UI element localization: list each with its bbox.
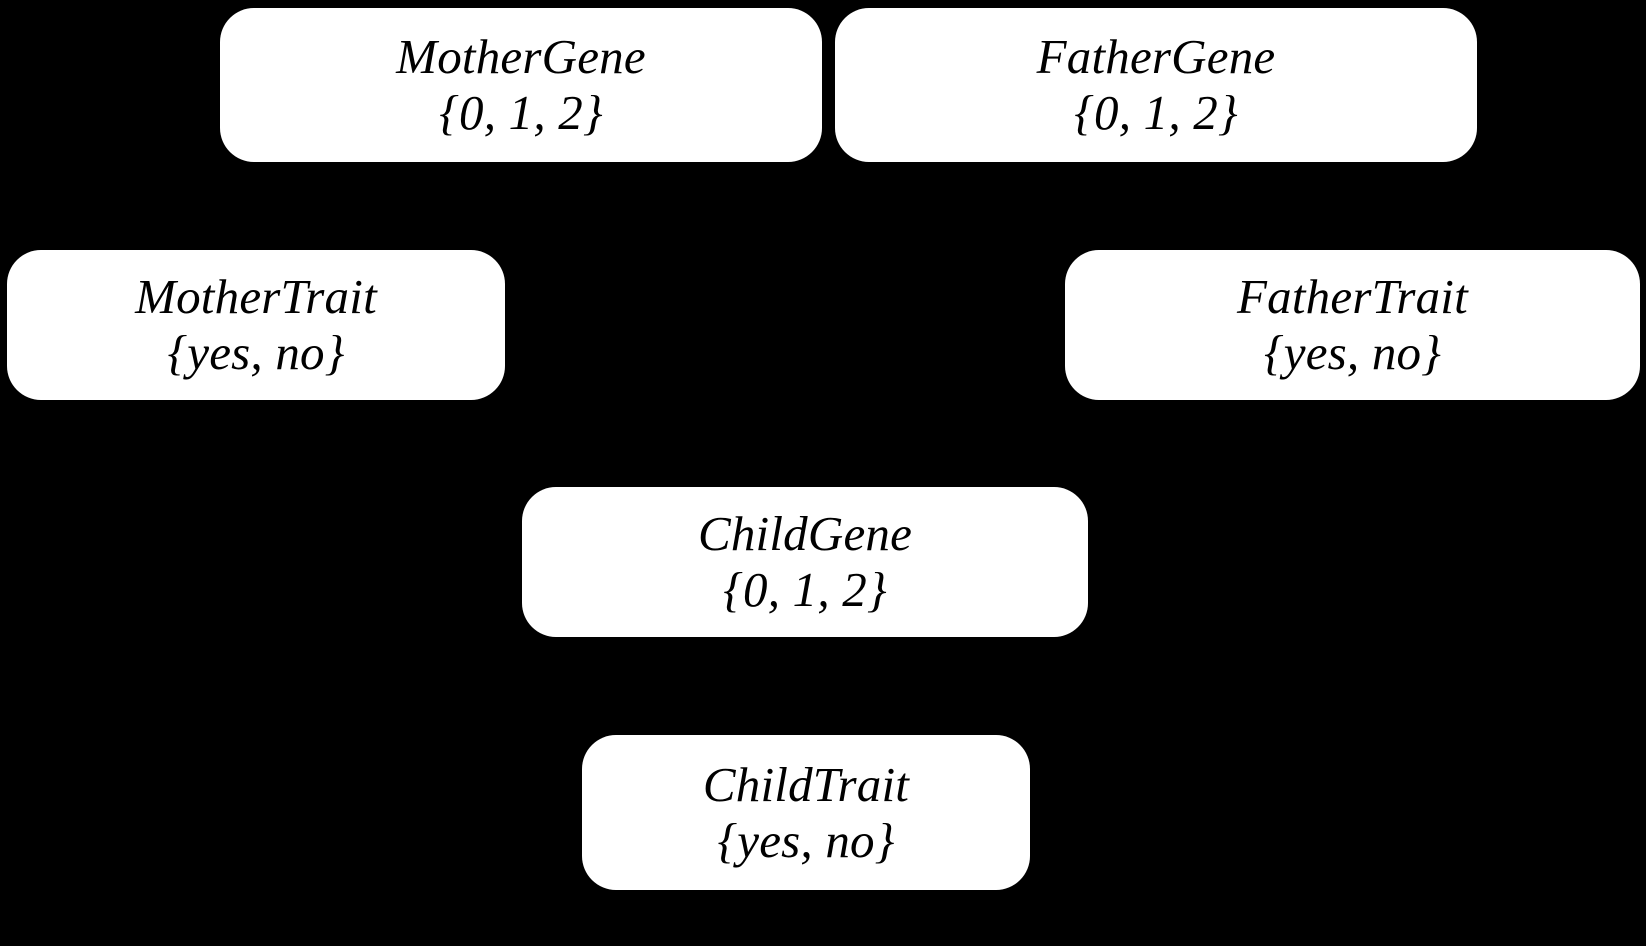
node-mother-trait-domain: {yes, no} <box>167 325 345 380</box>
node-father-trait-domain: {yes, no} <box>1263 325 1442 380</box>
node-father-trait-label: FatherTrait <box>1237 269 1468 325</box>
node-father-gene-domain: {0, 1, 2} <box>1074 85 1238 140</box>
node-child-gene[interactable]: ChildGene {0, 1, 2} <box>522 487 1088 637</box>
node-mother-gene-label: MotherGene <box>396 29 646 85</box>
node-mother-trait[interactable]: MotherTrait {yes, no} <box>7 250 505 400</box>
node-child-gene-domain: {0, 1, 2} <box>723 562 887 617</box>
node-father-trait[interactable]: FatherTrait {yes, no} <box>1065 250 1640 400</box>
node-child-trait-label: ChildTrait <box>702 756 910 812</box>
node-child-trait-domain: {yes, no} <box>717 812 895 868</box>
node-mother-gene[interactable]: MotherGene {0, 1, 2} <box>220 8 822 162</box>
node-father-gene-label: FatherGene <box>1036 29 1276 85</box>
node-father-gene[interactable]: FatherGene {0, 1, 2} <box>835 8 1477 162</box>
node-mother-gene-domain: {0, 1, 2} <box>439 85 603 140</box>
node-mother-trait-label: MotherTrait <box>135 269 377 325</box>
node-child-gene-label: ChildGene <box>697 506 913 562</box>
node-child-trait[interactable]: ChildTrait {yes, no} <box>582 735 1030 890</box>
